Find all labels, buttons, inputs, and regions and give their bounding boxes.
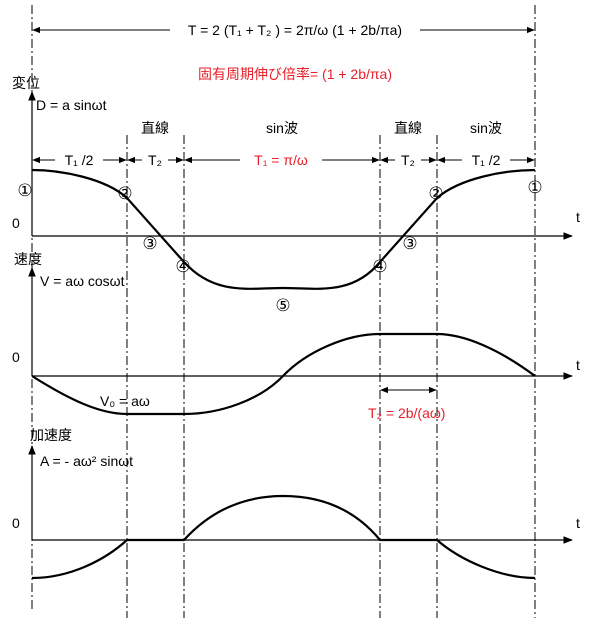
marker-3: ③: [402, 234, 417, 253]
velocity-zero: 0: [12, 349, 20, 365]
period-formula: T = 2 (T₁ + T₂ ) = 2π/ω (1 + 2b/πa): [188, 22, 402, 38]
marker-3: ③: [142, 234, 157, 253]
segment-linear-left: 直線: [141, 120, 169, 136]
t2-formula: T₂ = 2b/(aω): [368, 405, 445, 421]
interval-bg: [462, 151, 510, 169]
interval-bg: [142, 151, 168, 169]
velocity-panel: 速度 V = aω cosωt 0 t V₀ = aω T₂ = 2b/(aω): [12, 251, 580, 421]
interval-t1-half-right: T₁ /2: [472, 152, 501, 168]
stretch-ratio-label: 固有周期伸び倍率= (1 + 2b/πa): [198, 66, 392, 82]
displacement-panel: 変位 D = a sinωt 0 t ① ② ③ ④ ⑤ ④ ③ ② ①: [12, 75, 580, 315]
displacement-markers: ① ② ③ ④ ⑤ ④ ③ ② ①: [17, 178, 542, 315]
acceleration-panel: 加速度 A = - aω² sinωt 0 t: [12, 427, 580, 580]
marker-2: ②: [117, 184, 132, 203]
acceleration-t-label: t: [576, 515, 580, 531]
interval-t1-half-left: T₁ /2: [65, 152, 94, 168]
marker-1: ①: [17, 181, 32, 200]
displacement-t-label: t: [576, 209, 580, 225]
interval-t1-mid: T₁ = π/ω: [254, 152, 308, 168]
displacement-curve: [31, 168, 536, 290]
marker-2: ②: [428, 184, 443, 203]
v0-label: V₀ = aω: [100, 393, 150, 409]
interval-bg: [55, 151, 103, 169]
interval-bg: [395, 151, 421, 169]
displacement-zero: 0: [12, 215, 20, 231]
segment-linear-right: 直線: [394, 120, 422, 136]
period-label-bg: [170, 21, 420, 40]
segment-sin-wave-mid: sin波: [266, 120, 298, 136]
acceleration-equation: A = - aω² sinωt: [40, 453, 133, 469]
marker-4: ④: [372, 257, 387, 276]
marker-4: ④: [175, 257, 190, 276]
velocity-equation: V = aω cosωt: [40, 273, 125, 289]
interval-t2-left: T₂: [148, 152, 162, 168]
interval-dimensions: T₁ /2 T₂ T₁ = π/ω T₂ T₁ /2: [32, 151, 535, 169]
velocity-curve: [31, 332, 536, 416]
segment-sin-wave-right: sin波: [470, 120, 502, 136]
marker-1: ①: [527, 178, 542, 197]
acceleration-title: 加速度: [30, 427, 72, 443]
interval-bg: [240, 151, 322, 169]
displacement-equation: D = a sinωt: [36, 97, 107, 113]
acceleration-zero: 0: [12, 515, 20, 531]
marker-5: ⑤: [275, 296, 290, 315]
velocity-t-label: t: [576, 357, 580, 373]
interval-t2-right: T₂: [401, 152, 415, 168]
acceleration-curve: [31, 494, 536, 580]
displacement-title: 変位: [12, 75, 40, 91]
velocity-title: 速度: [14, 251, 42, 267]
